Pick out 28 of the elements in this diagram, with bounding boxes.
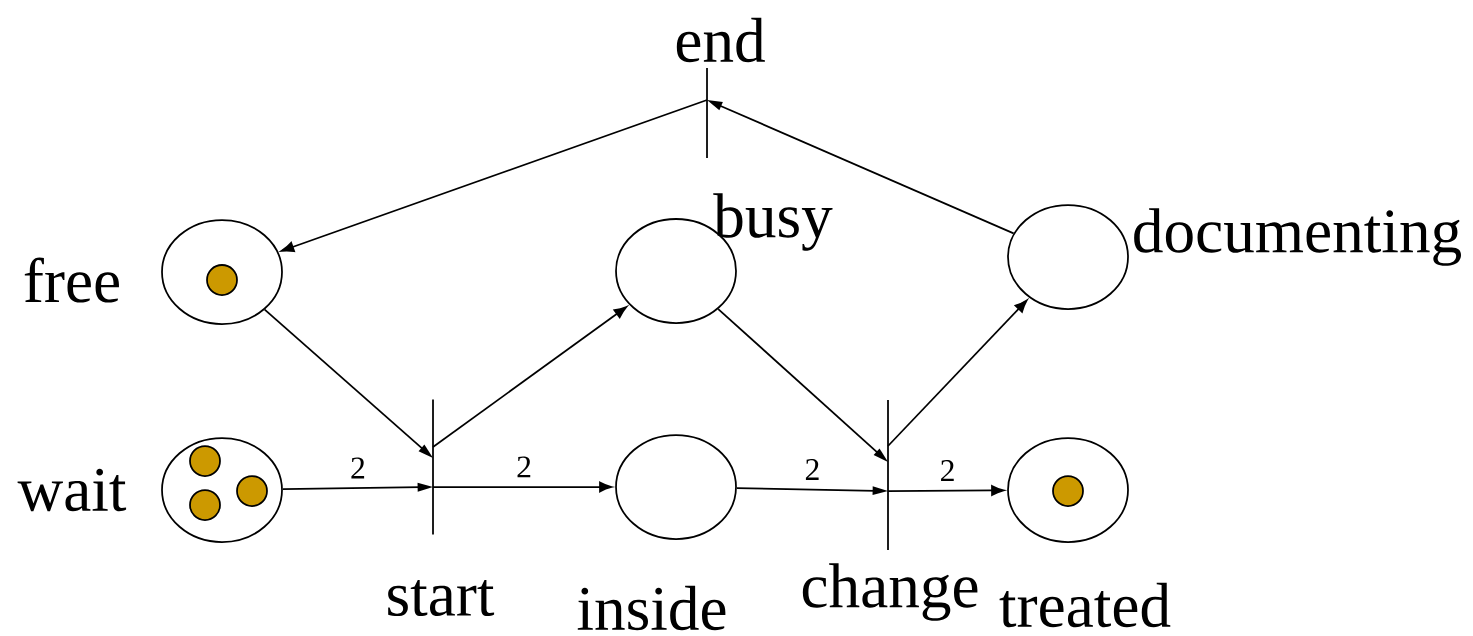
- arrow: [432, 306, 628, 448]
- edge-label: 2: [802, 457, 823, 482]
- token-dot: [1052, 475, 1084, 507]
- arrow: [280, 99, 708, 253]
- edge-label: 2: [514, 454, 534, 480]
- transition-label: end: [676, 17, 765, 63]
- place-label: inside: [577, 585, 726, 631]
- transition-label: start: [388, 579, 495, 617]
- arrow: [282, 482, 433, 492]
- arrow: [887, 485, 1005, 496]
- token-dot: [189, 489, 221, 521]
- arrow: [717, 308, 888, 462]
- token-dot: [206, 264, 238, 296]
- token-dot: [236, 475, 268, 507]
- place-label: free: [24, 257, 119, 303]
- arrow: [887, 299, 1028, 447]
- arrow: [432, 481, 613, 493]
- place-label: treated: [999, 582, 1171, 628]
- edge-label: 2: [937, 458, 958, 483]
- token-dot: [189, 445, 221, 477]
- arrow: [263, 308, 433, 458]
- arrow: [707, 100, 1015, 235]
- transition-label: change: [802, 563, 978, 621]
- place-label: busy: [713, 193, 833, 251]
- place-label: wait: [17, 468, 127, 512]
- place-label: documenting: [1134, 208, 1461, 266]
- arrow: [736, 486, 888, 496]
- edge-label: 2: [348, 455, 368, 481]
